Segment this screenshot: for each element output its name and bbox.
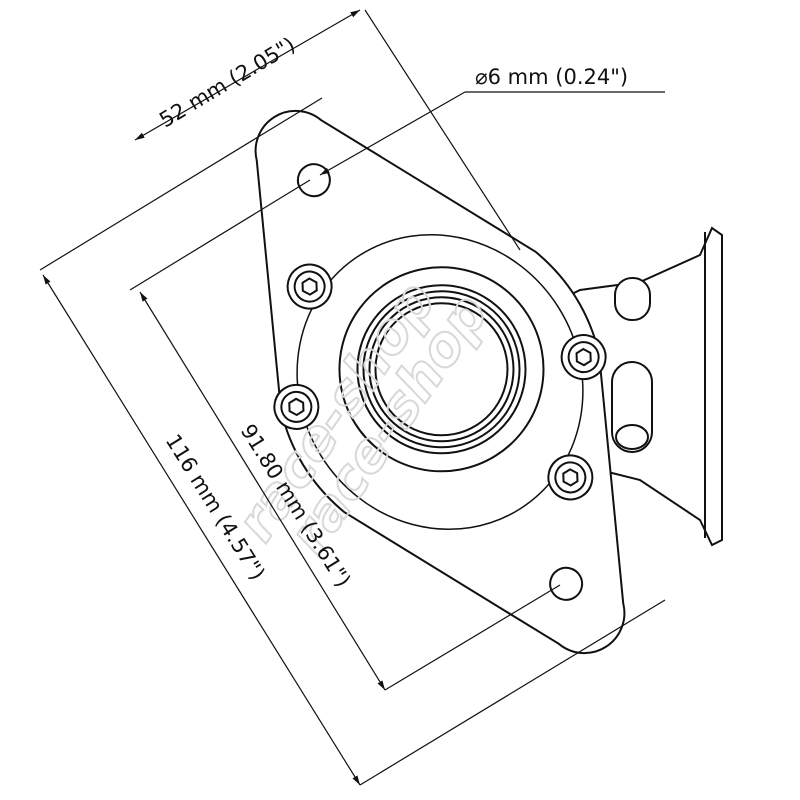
bolt xyxy=(560,334,607,381)
center-ring xyxy=(338,266,545,473)
hole-diameter-label: ⌀6 mm (0.24") xyxy=(475,65,628,89)
dimension-lines xyxy=(39,9,666,786)
bolt xyxy=(547,454,594,501)
mounting-hole-bottom xyxy=(549,566,584,601)
